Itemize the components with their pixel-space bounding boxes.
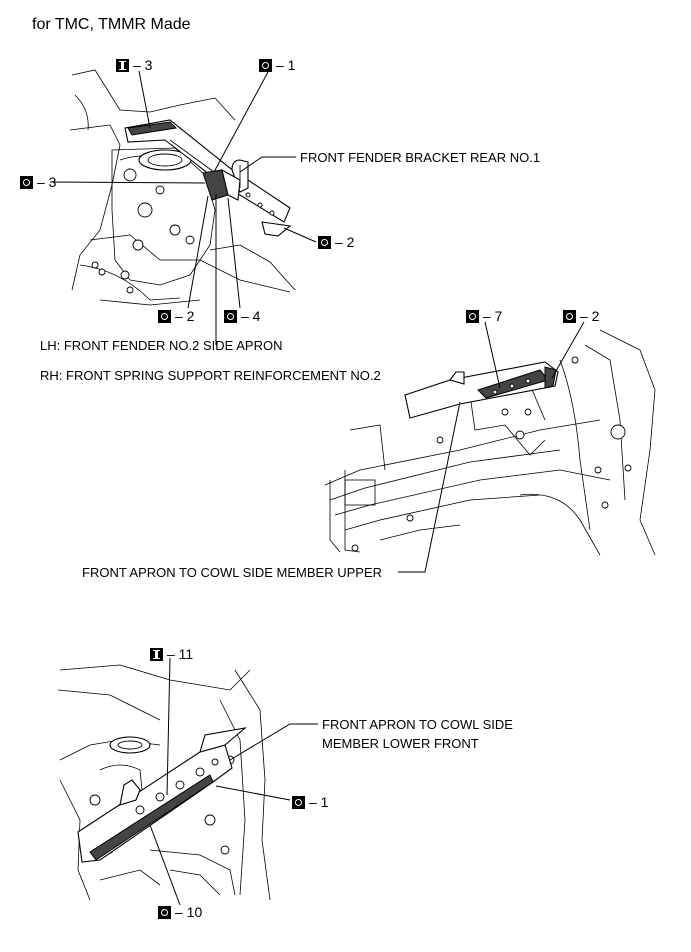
page-title: for TMC, TMMR Made	[32, 16, 191, 33]
callout-o-2-diagram2: – 2	[563, 309, 599, 323]
spot-weld-icon	[224, 309, 237, 323]
callout-o-1-diagram3: – 1	[292, 795, 328, 809]
spot-weld-icon	[563, 309, 576, 323]
label-lh-side-apron: LH: FRONT FENDER NO.2 SIDE APRON	[40, 338, 283, 353]
diagram-1-body-structure	[69, 69, 296, 306]
label-cowl-upper: FRONT APRON TO COWL SIDE MEMBER UPPER	[82, 565, 383, 580]
spot-weld-icon	[158, 309, 171, 323]
callout-i-11: – 11	[150, 647, 193, 661]
spot-weld-icon	[466, 309, 479, 323]
callout-o-1: – 1	[259, 58, 295, 72]
spot-weld-icon	[259, 58, 272, 72]
callout-o-2-right: – 2	[318, 235, 354, 249]
callout-i-3: – 3	[116, 58, 152, 72]
spot-weld-icon	[292, 795, 305, 809]
spot-weld-icon	[158, 905, 171, 919]
callout-o-2-bottom: – 2	[158, 309, 194, 323]
diagram-3-body-structure	[57, 664, 271, 901]
callout-o-4: – 4	[224, 309, 260, 323]
spot-weld-icon	[20, 175, 33, 189]
label-cowl-lower-line2: MEMBER LOWER FRONT	[322, 736, 479, 751]
callout-o-3: – 3	[20, 175, 56, 189]
label-bracket-rear: FRONT FENDER BRACKET REAR NO.1	[300, 150, 541, 165]
spot-weld-icon	[318, 235, 331, 249]
callout-o-10: – 10	[158, 905, 202, 919]
diagram-3-leaders	[149, 657, 318, 906]
install-bolt-icon	[116, 58, 129, 72]
callout-o-7: – 7	[466, 309, 502, 323]
label-cowl-lower-line1: FRONT APRON TO COWL SIDE	[322, 717, 513, 732]
diagram-2-leaders	[398, 321, 585, 573]
label-rh-spring-support: RH: FRONT SPRING SUPPORT REINFORCEMENT N…	[40, 368, 381, 383]
diagram-2-body-structure	[324, 329, 656, 556]
install-bolt-icon	[150, 647, 163, 661]
diagram-1-leaders	[49, 70, 317, 345]
